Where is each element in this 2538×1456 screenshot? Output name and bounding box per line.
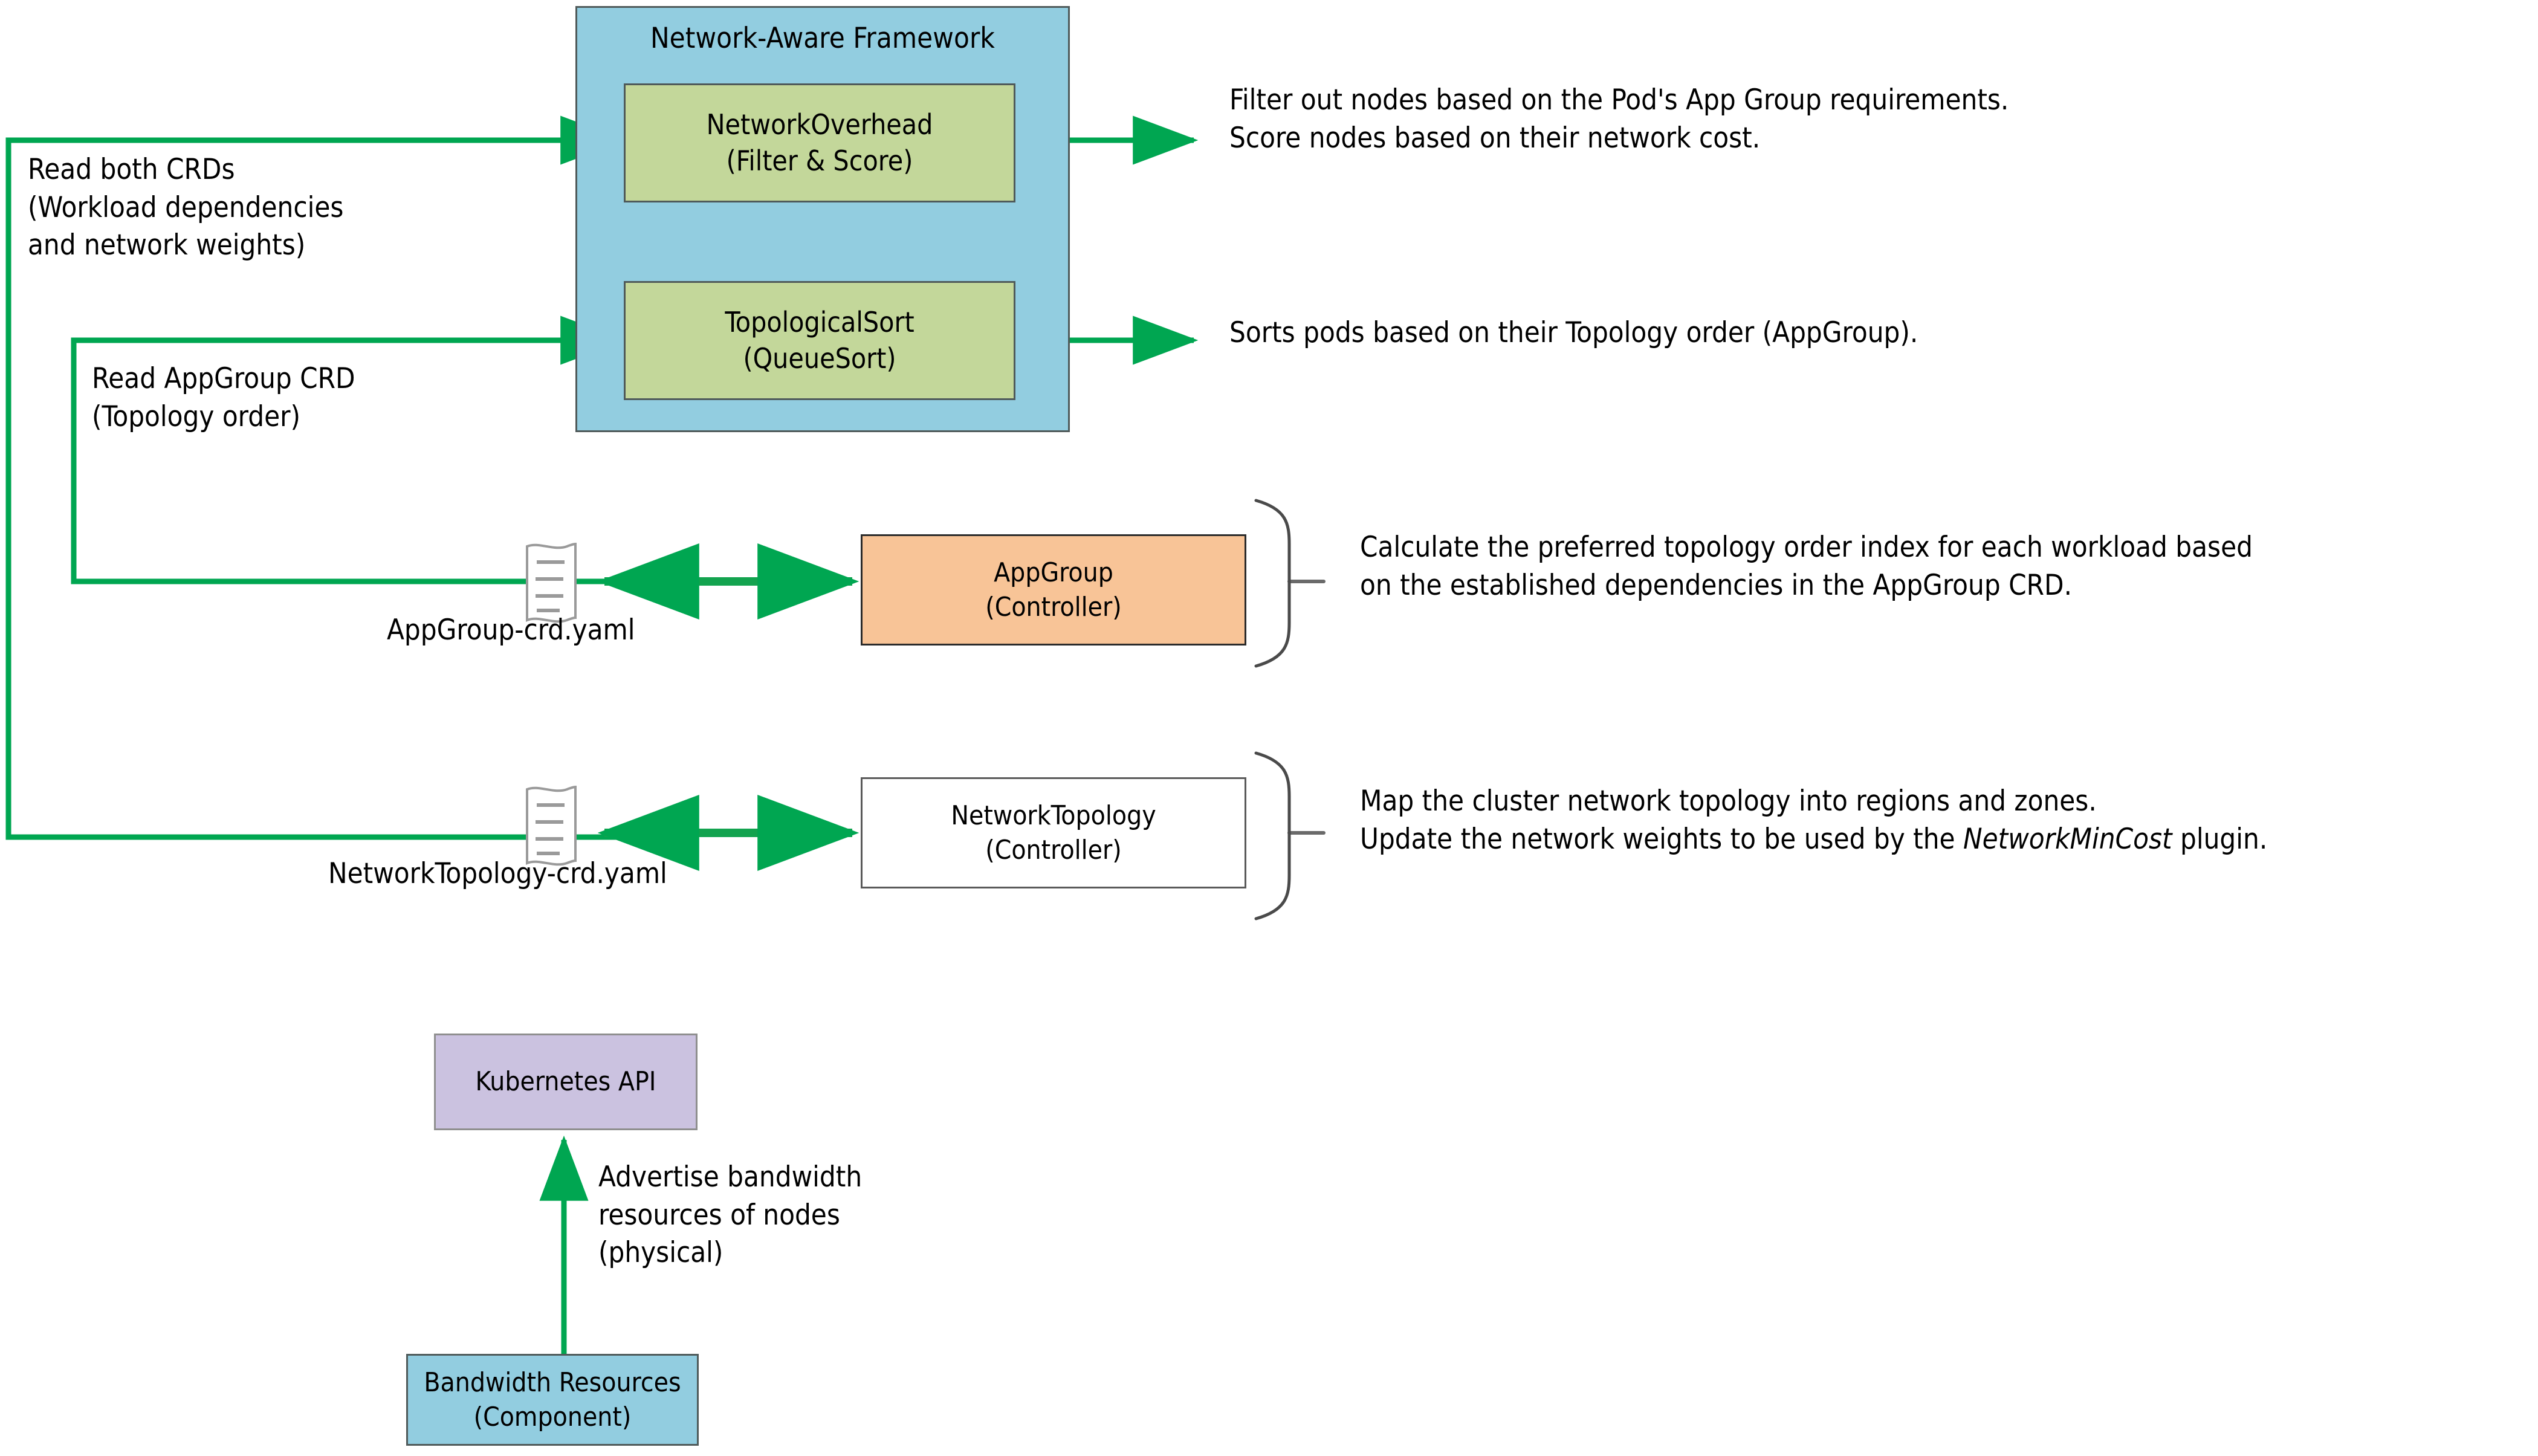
annotation-read-both-crds: Read both CRDs (Workload dependencies an… (28, 151, 343, 265)
crd-file-label-networktopology: NetworkTopology-crd.yaml (328, 857, 667, 890)
annotation-line: resources of nodes (598, 1198, 840, 1232)
framework-title: Network-Aware Framework (650, 22, 995, 55)
annotation-line: Read AppGroup CRD (92, 362, 355, 395)
annotation-line: Sorts pods based on their Topology order… (1229, 316, 1918, 349)
annotation-line: Map the cluster network topology into re… (1360, 785, 2097, 818)
plugin-network-overhead[interactable]: NetworkOverhead (Filter & Score) (624, 83, 1015, 202)
plugin-network-overhead-name: NetworkOverhead (706, 108, 933, 141)
annotation-line: Advertise bandwidth (598, 1160, 863, 1194)
plugin-topological-sort[interactable]: TopologicalSort (QueueSort) (624, 281, 1015, 400)
annotation-read-appgroup-crd: Read AppGroup CRD (Topology order) (92, 360, 355, 436)
annotation-line-with-emphasis: Update the network weights to be used by… (1360, 821, 2267, 859)
brace-nettopo (1254, 751, 1291, 921)
kubernetes-api-node[interactable]: Kubernetes API (434, 1034, 698, 1130)
annotation-appgroup-description: Calculate the preferred topology order i… (1360, 529, 2253, 604)
annotation-topological-sort-output: Sorts pods based on their Topology order… (1229, 314, 1918, 352)
annotation-line: Score nodes based on their network cost. (1229, 121, 1761, 155)
controller-networktopology-role: (Controller) (985, 835, 1122, 866)
annotation-line: Filter out nodes based on the Pod's App … (1229, 83, 2009, 117)
brace-appgroup (1254, 499, 1291, 668)
kubernetes-api-label: Kubernetes API (475, 1066, 656, 1098)
annotation-text-pre: Update the network weights to be used by… (1360, 822, 1963, 856)
controller-appgroup[interactable]: AppGroup (Controller) (861, 534, 1246, 645)
annotation-line: and network weights) (28, 228, 306, 262)
plugin-topological-sort-name: TopologicalSort (725, 305, 915, 338)
annotation-networktopology-description: Map the cluster network topology into re… (1360, 783, 2267, 858)
bandwidth-resources-name: Bandwidth Resources (424, 1367, 681, 1398)
plugin-network-overhead-role: (Filter & Score) (726, 144, 913, 177)
controller-networktopology-name: NetworkTopology (951, 800, 1156, 831)
annotation-advertise-bandwidth: Advertise bandwidth resources of nodes (… (598, 1159, 862, 1272)
annotation-line: Calculate the preferred topology order i… (1360, 531, 2253, 564)
annotation-network-overhead-output: Filter out nodes based on the Pod's App … (1229, 82, 2009, 157)
annotation-line: on the established dependencies in the A… (1360, 568, 2073, 602)
plugin-topological-sort-role: (QueueSort) (743, 341, 896, 375)
bandwidth-resources-node[interactable]: Bandwidth Resources (Component) (406, 1354, 699, 1446)
controller-networktopology[interactable]: NetworkTopology (Controller) (861, 777, 1246, 888)
annotation-line: (Topology order) (92, 400, 300, 433)
document-icon-appgroup (526, 542, 577, 623)
crd-file-label-appgroup: AppGroup-crd.yaml (387, 613, 635, 647)
document-icon-networktopology (526, 785, 577, 866)
plugin-name-emphasis: NetworkMinCost (1963, 822, 2172, 856)
annotation-line: (physical) (598, 1236, 724, 1269)
annotation-line: Read both CRDs (28, 153, 235, 186)
annotation-text-post: plugin. (2172, 822, 2268, 856)
controller-appgroup-role: (Controller) (985, 592, 1122, 623)
bandwidth-resources-role: (Component) (473, 1402, 632, 1432)
controller-appgroup-name: AppGroup (994, 557, 1113, 588)
annotation-line: (Workload dependencies (28, 190, 344, 224)
